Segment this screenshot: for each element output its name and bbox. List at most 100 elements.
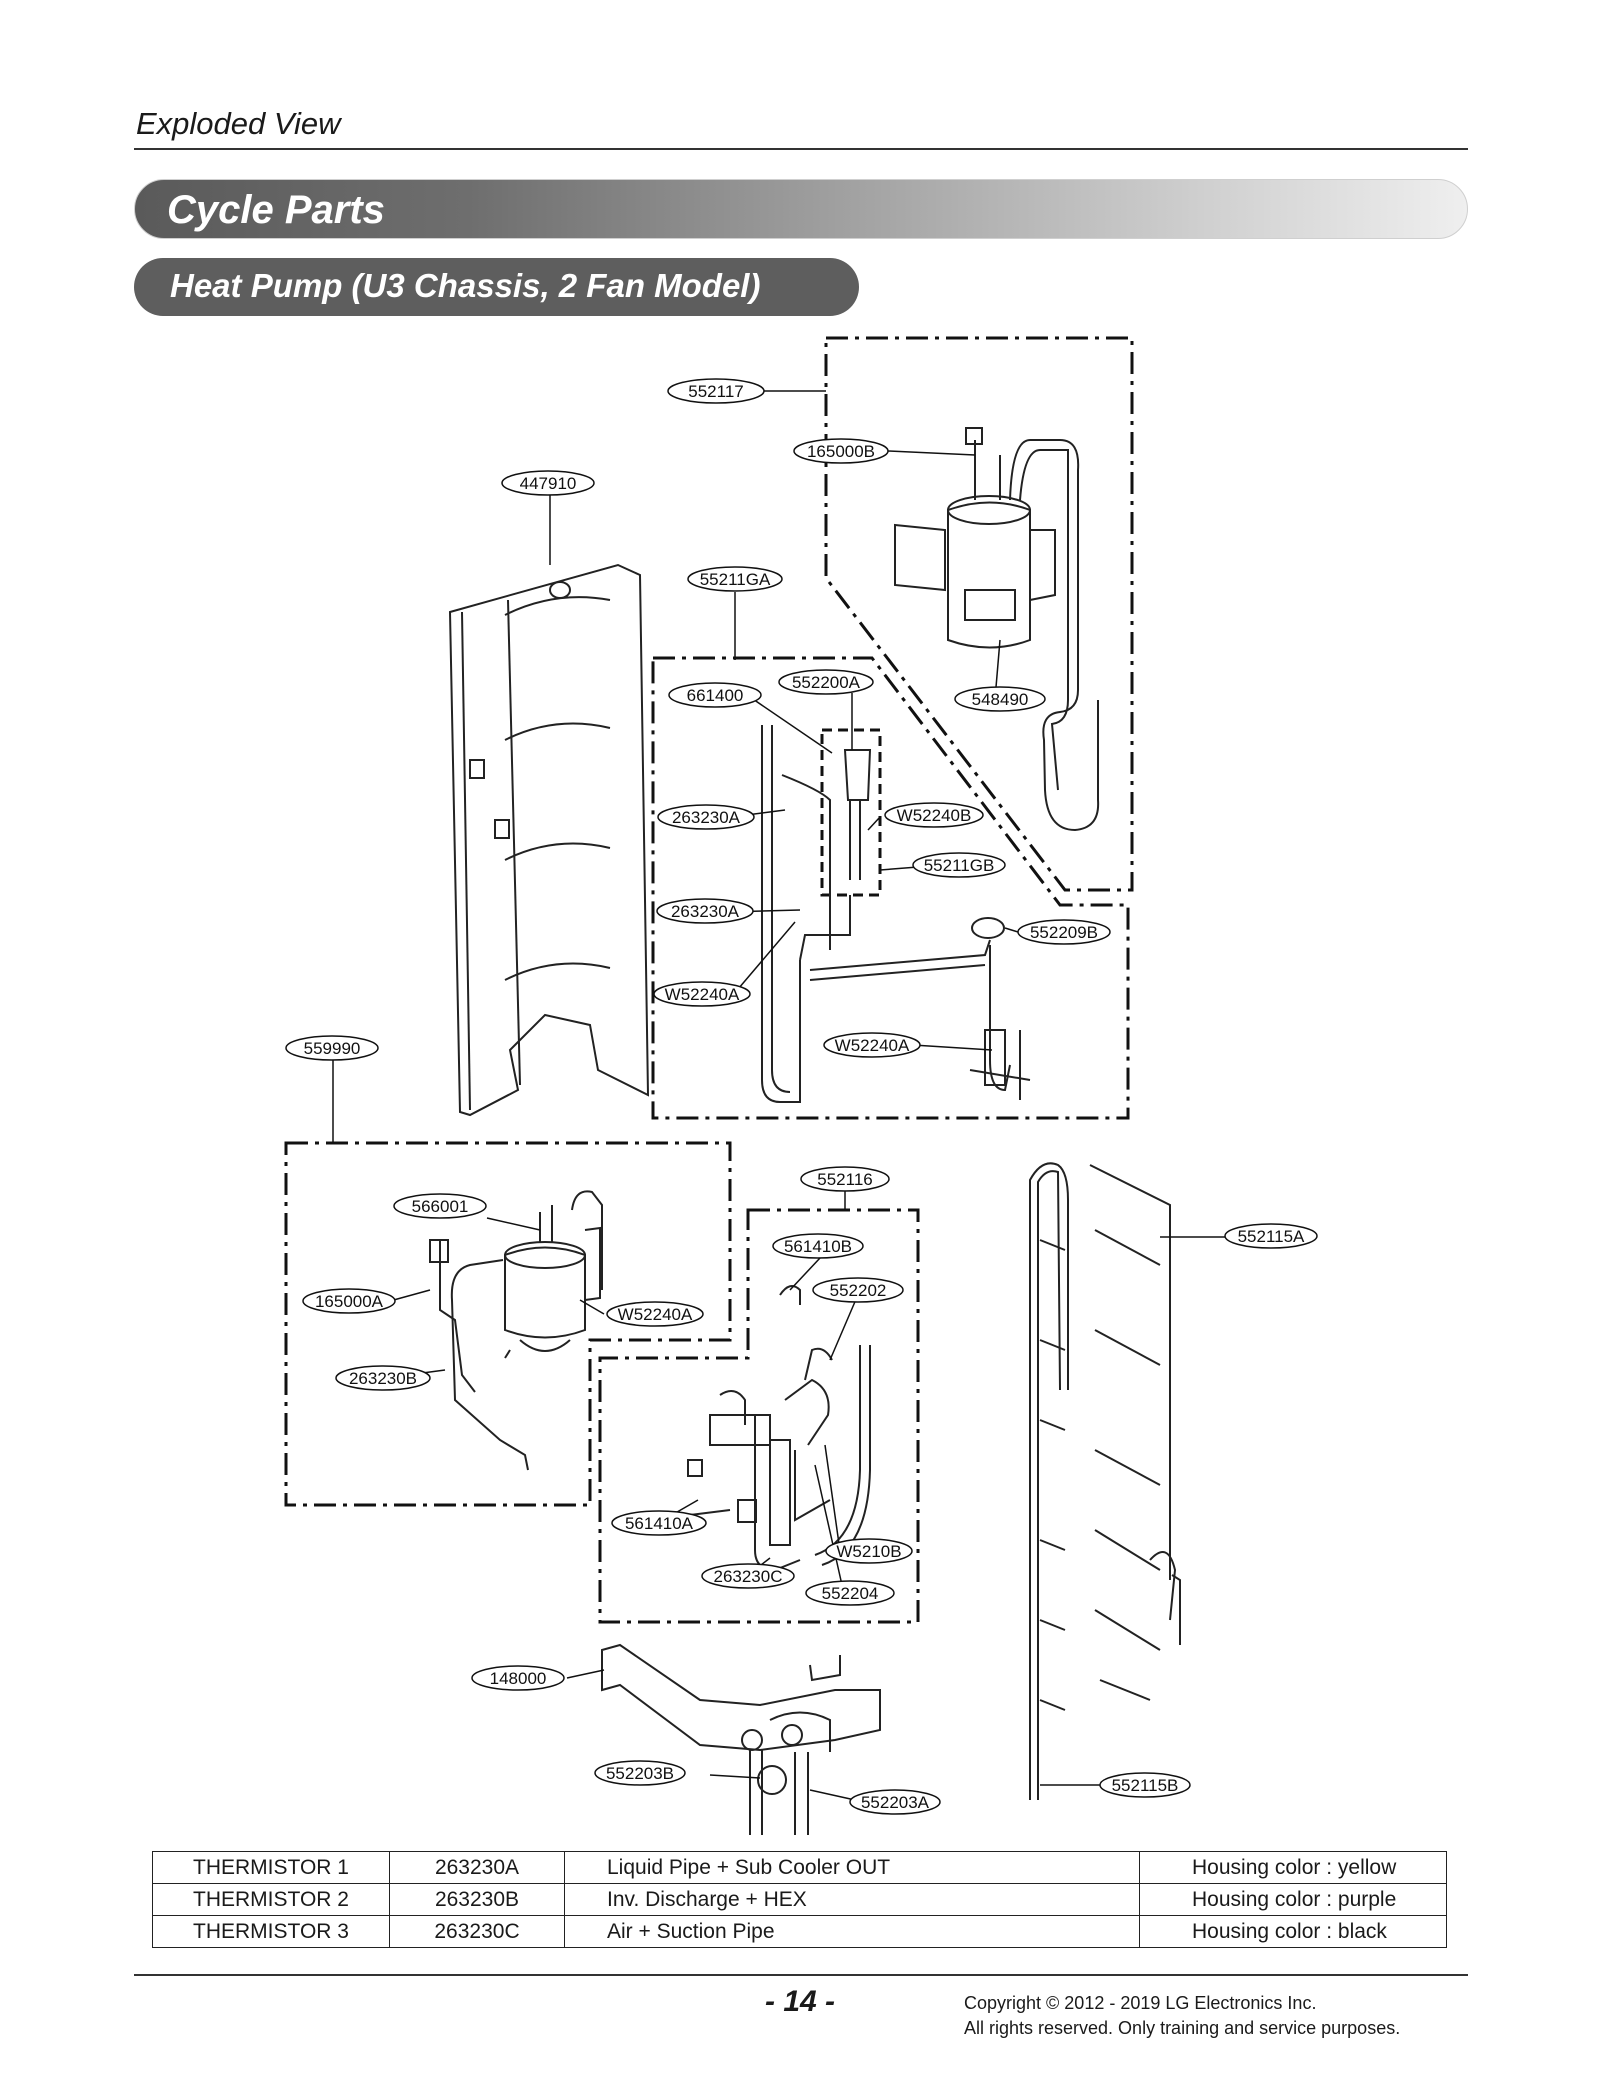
thermistor-code: 263230B — [389, 1883, 565, 1916]
svg-text:552115A: 552115A — [1238, 1227, 1305, 1246]
thermistor-description: Air + Suction Pipe — [564, 1915, 1140, 1948]
svg-text:55211GA: 55211GA — [700, 570, 771, 589]
thermistor-table: THERMISTOR 1 263230A Liquid Pipe + Sub C… — [152, 1851, 1447, 1948]
thermistor-name: THERMISTOR 2 — [152, 1883, 390, 1916]
svg-text:W5210B: W5210B — [836, 1542, 901, 1561]
svg-text:W52240A: W52240A — [618, 1305, 693, 1324]
group-valve-boundary — [651, 656, 1130, 1120]
accumulator-548490 — [894, 427, 1100, 832]
callout-W52240B: W52240B — [884, 802, 984, 828]
thermistor-code: 263230C — [389, 1915, 565, 1948]
callout-W52240A-1: W52240A — [653, 981, 751, 1007]
group-accumulator-boundary — [824, 336, 1134, 892]
page-subtitle: Heat Pump (U3 Chassis, 2 Fan Model) — [170, 267, 761, 304]
svg-text:552200A: 552200A — [792, 673, 861, 692]
svg-text:661400: 661400 — [687, 686, 744, 705]
callout-566001: 566001 — [393, 1193, 487, 1219]
side-panel-447910 — [448, 563, 650, 1117]
callout-548490: 548490 — [954, 686, 1046, 712]
svg-text:559990: 559990 — [304, 1039, 361, 1058]
callout-labels: 552117 165000B 447910 55211GA 661400 552… — [285, 378, 1318, 1815]
svg-text:148000: 148000 — [490, 1669, 547, 1688]
page-title: Cycle Parts — [167, 188, 385, 232]
callout-W52240A-3: W52240A — [606, 1301, 704, 1327]
svg-text:165000B: 165000B — [807, 442, 875, 461]
callout-552202: 552202 — [812, 1277, 904, 1303]
svg-text:548490: 548490 — [972, 690, 1029, 709]
thermistor-housing: Housing color : yellow — [1139, 1851, 1447, 1884]
thermistor-description: Liquid Pipe + Sub Cooler OUT — [564, 1851, 1140, 1884]
svg-text:165000A: 165000A — [315, 1292, 384, 1311]
svg-text:263230A: 263230A — [672, 808, 741, 827]
leader-lines — [332, 390, 1225, 1801]
svg-text:552209B: 552209B — [1030, 923, 1098, 942]
group-boundaries — [284, 336, 1134, 1624]
table-row: THERMISTOR 3 263230C Air + Suction Pipe … — [152, 1915, 1447, 1948]
header-divider — [134, 148, 1468, 150]
group-compressor-boundary — [284, 1141, 732, 1507]
page-number: - 14 - — [765, 1985, 836, 2018]
svg-text:W52240A: W52240A — [835, 1036, 910, 1055]
svg-text:55211GB: 55211GB — [924, 856, 995, 875]
callout-552203B: 552203B — [594, 1760, 686, 1786]
svg-text:263230A: 263230A — [671, 902, 740, 921]
base-plate-148000 — [601, 1643, 881, 1835]
callout-552115A: 552115A — [1224, 1223, 1318, 1249]
svg-text:552203B: 552203B — [606, 1764, 674, 1783]
svg-text:552117: 552117 — [688, 382, 743, 401]
thermistor-housing: Housing color : purple — [1139, 1883, 1447, 1916]
svg-text:552202: 552202 — [830, 1281, 887, 1300]
copyright-line-1: Copyright © 2012 - 2019 LG Electronics I… — [964, 1993, 1317, 2013]
callout-561410A: 561410A — [611, 1510, 707, 1536]
title-banner: Cycle Parts — [134, 179, 1468, 239]
callout-552209B: 552209B — [1017, 919, 1111, 945]
svg-text:263230B: 263230B — [349, 1369, 417, 1388]
section-label: Exploded View — [136, 106, 341, 141]
callout-165000A: 165000A — [302, 1288, 396, 1314]
callout-W52240A-2: W52240A — [823, 1032, 921, 1058]
callout-552200A: 552200A — [778, 669, 874, 695]
four-way-valve-assembly — [687, 1285, 871, 1572]
svg-text:W52240A: W52240A — [665, 985, 740, 1004]
heat-exchanger-tubes — [1029, 1162, 1181, 1800]
callout-263230A-2: 263230A — [656, 898, 754, 924]
callout-263230C: 263230C — [701, 1563, 795, 1589]
thermistor-description: Inv. Discharge + HEX — [564, 1883, 1140, 1916]
thermistor-name: THERMISTOR 1 — [152, 1851, 390, 1884]
compressor-566001 — [429, 1190, 603, 1471]
svg-text:552203A: 552203A — [861, 1793, 930, 1812]
thermistor-code: 263230A — [389, 1851, 565, 1884]
svg-text:263230C: 263230C — [713, 1567, 782, 1586]
callout-165000B: 165000B — [793, 438, 889, 464]
svg-text:566001: 566001 — [412, 1197, 469, 1216]
callout-552204: 552204 — [805, 1580, 895, 1606]
svg-text:447910: 447910 — [520, 474, 577, 493]
callout-263230B: 263230B — [335, 1365, 431, 1391]
table-row: THERMISTOR 2 263230B Inv. Discharge + HE… — [152, 1883, 1447, 1916]
subtitle-banner: Heat Pump (U3 Chassis, 2 Fan Model) — [134, 258, 859, 316]
svg-text:552116: 552116 — [817, 1170, 872, 1189]
callout-552117: 552117 — [667, 378, 765, 404]
callout-661400: 661400 — [668, 682, 762, 708]
table-row: THERMISTOR 1 263230A Liquid Pipe + Sub C… — [152, 1851, 1447, 1884]
callout-552116: 552116 — [800, 1166, 890, 1192]
callout-263230A-1: 263230A — [657, 804, 755, 830]
callout-55211GA: 55211GA — [687, 566, 783, 592]
svg-text:W52240B: W52240B — [897, 806, 972, 825]
group-valve-inner-boundary — [820, 728, 882, 897]
callout-561410B: 561410B — [772, 1233, 864, 1259]
svg-text:552204: 552204 — [822, 1584, 879, 1603]
footer-divider — [134, 1974, 1468, 1976]
svg-text:561410B: 561410B — [784, 1237, 852, 1256]
thermistor-housing: Housing color : black — [1139, 1915, 1447, 1948]
valve-assembly-55211GA — [761, 725, 1031, 1103]
callout-55211GB: 55211GB — [912, 852, 1006, 878]
callout-559990: 559990 — [285, 1035, 379, 1061]
callout-552115B: 552115B — [1099, 1772, 1191, 1798]
svg-text:561410A: 561410A — [625, 1514, 694, 1533]
callout-552203A: 552203A — [849, 1789, 941, 1815]
callout-W5210B: W5210B — [825, 1538, 913, 1564]
callout-447910: 447910 — [501, 470, 595, 496]
copyright: Copyright © 2012 - 2019 LG Electronics I… — [964, 1991, 1400, 2041]
